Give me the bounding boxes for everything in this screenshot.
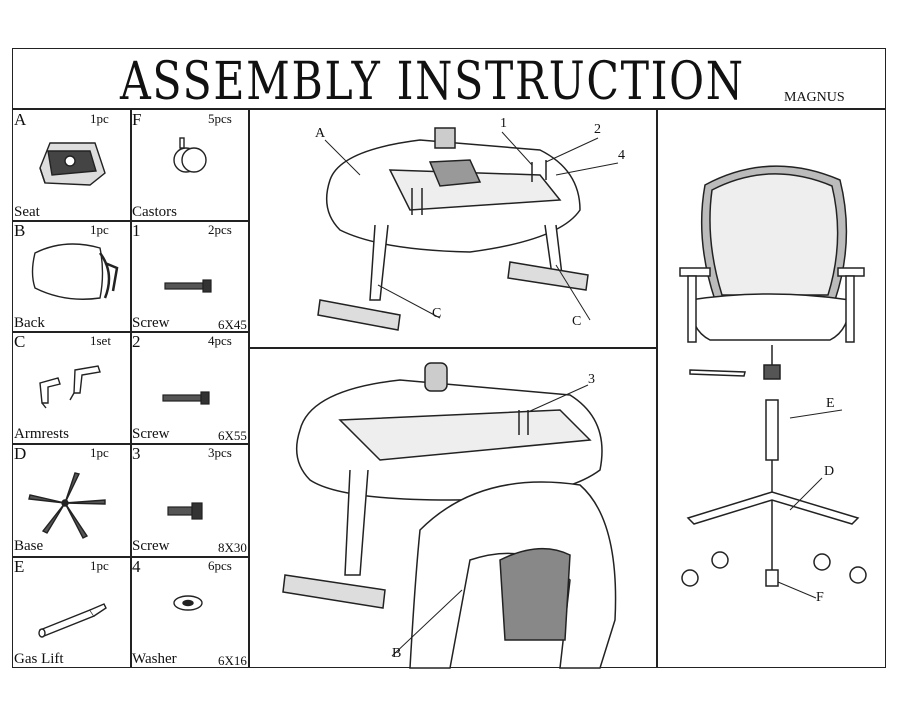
row-divider bbox=[12, 220, 248, 222]
part-quantity: 6pcs bbox=[208, 558, 232, 573]
callout-label: 4 bbox=[618, 148, 625, 163]
callout-label: 1 bbox=[500, 116, 507, 131]
part-quantity: 5pcs bbox=[208, 111, 232, 126]
header-divider bbox=[12, 108, 886, 110]
washer-icon bbox=[173, 595, 203, 611]
part-quantity: 3pcs bbox=[208, 445, 232, 460]
step2-illustration bbox=[282, 362, 617, 669]
step1-illustration bbox=[317, 127, 619, 331]
screw-icon bbox=[162, 391, 210, 405]
callout-label: C bbox=[572, 314, 582, 329]
base-icon bbox=[28, 472, 106, 539]
callout-label: 3 bbox=[588, 372, 595, 387]
part-letter: A bbox=[14, 110, 27, 129]
part-letter: D bbox=[14, 444, 27, 463]
part-name: Armrests bbox=[14, 426, 69, 442]
part-letter: E bbox=[14, 557, 25, 576]
page-title: ASSEMBLY INSTRUCTION bbox=[120, 52, 745, 112]
step3-illustration bbox=[679, 165, 867, 599]
steps-divider bbox=[656, 108, 658, 668]
parts-panel-divider bbox=[248, 108, 250, 668]
callout-label: A bbox=[315, 126, 326, 141]
part-letter: 4 bbox=[132, 557, 141, 576]
screw-icon bbox=[167, 502, 203, 520]
callout-label: 2 bbox=[594, 122, 601, 137]
part-letter: 1 bbox=[132, 221, 141, 240]
part-quantity: 1pc bbox=[90, 111, 109, 126]
parts-col-divider bbox=[130, 108, 132, 668]
part-quantity: 1set bbox=[90, 333, 111, 348]
part-name: Back bbox=[14, 315, 45, 331]
part-size: 8X30 bbox=[218, 540, 247, 555]
part-letter: 3 bbox=[132, 444, 141, 463]
callout-label: E bbox=[826, 396, 835, 411]
callout-label: D bbox=[824, 464, 835, 479]
part-name: Castors bbox=[132, 204, 177, 220]
part-letter: C bbox=[14, 332, 26, 351]
part-size: 6X55 bbox=[218, 428, 247, 443]
model-name: MAGNUS bbox=[784, 90, 845, 105]
part-name: Gas Lift bbox=[14, 651, 64, 667]
part-name: Screw bbox=[132, 315, 170, 331]
part-letter: 2 bbox=[132, 332, 141, 351]
row-divider bbox=[12, 443, 248, 445]
part-letter: B bbox=[14, 221, 26, 240]
part-name: Screw bbox=[132, 426, 170, 442]
part-quantity: 4pcs bbox=[208, 333, 232, 348]
part-letter: F bbox=[132, 110, 142, 129]
armrests-icon bbox=[39, 365, 101, 409]
screw-icon bbox=[164, 279, 212, 293]
callout-label: F bbox=[816, 590, 824, 605]
seat-icon bbox=[39, 142, 106, 186]
part-name: Screw bbox=[132, 538, 170, 554]
castor-icon bbox=[173, 137, 207, 173]
gas-lift-icon bbox=[38, 603, 107, 638]
back-icon bbox=[31, 243, 119, 300]
part-quantity: 1pc bbox=[90, 445, 109, 460]
part-size: 6X16 bbox=[218, 653, 247, 668]
part-name: Washer bbox=[132, 651, 177, 667]
row-divider bbox=[12, 556, 248, 558]
part-quantity: 1pc bbox=[90, 222, 109, 237]
part-quantity: 2pcs bbox=[208, 222, 232, 237]
callout-label: C bbox=[432, 306, 442, 321]
row-divider bbox=[12, 331, 248, 333]
part-size: 6X45 bbox=[218, 317, 247, 332]
part-name: Seat bbox=[14, 204, 40, 220]
part-name: Base bbox=[14, 538, 44, 554]
callout-label: B bbox=[392, 646, 402, 661]
part-quantity: 1pc bbox=[90, 558, 109, 573]
step-row-divider bbox=[248, 347, 656, 349]
